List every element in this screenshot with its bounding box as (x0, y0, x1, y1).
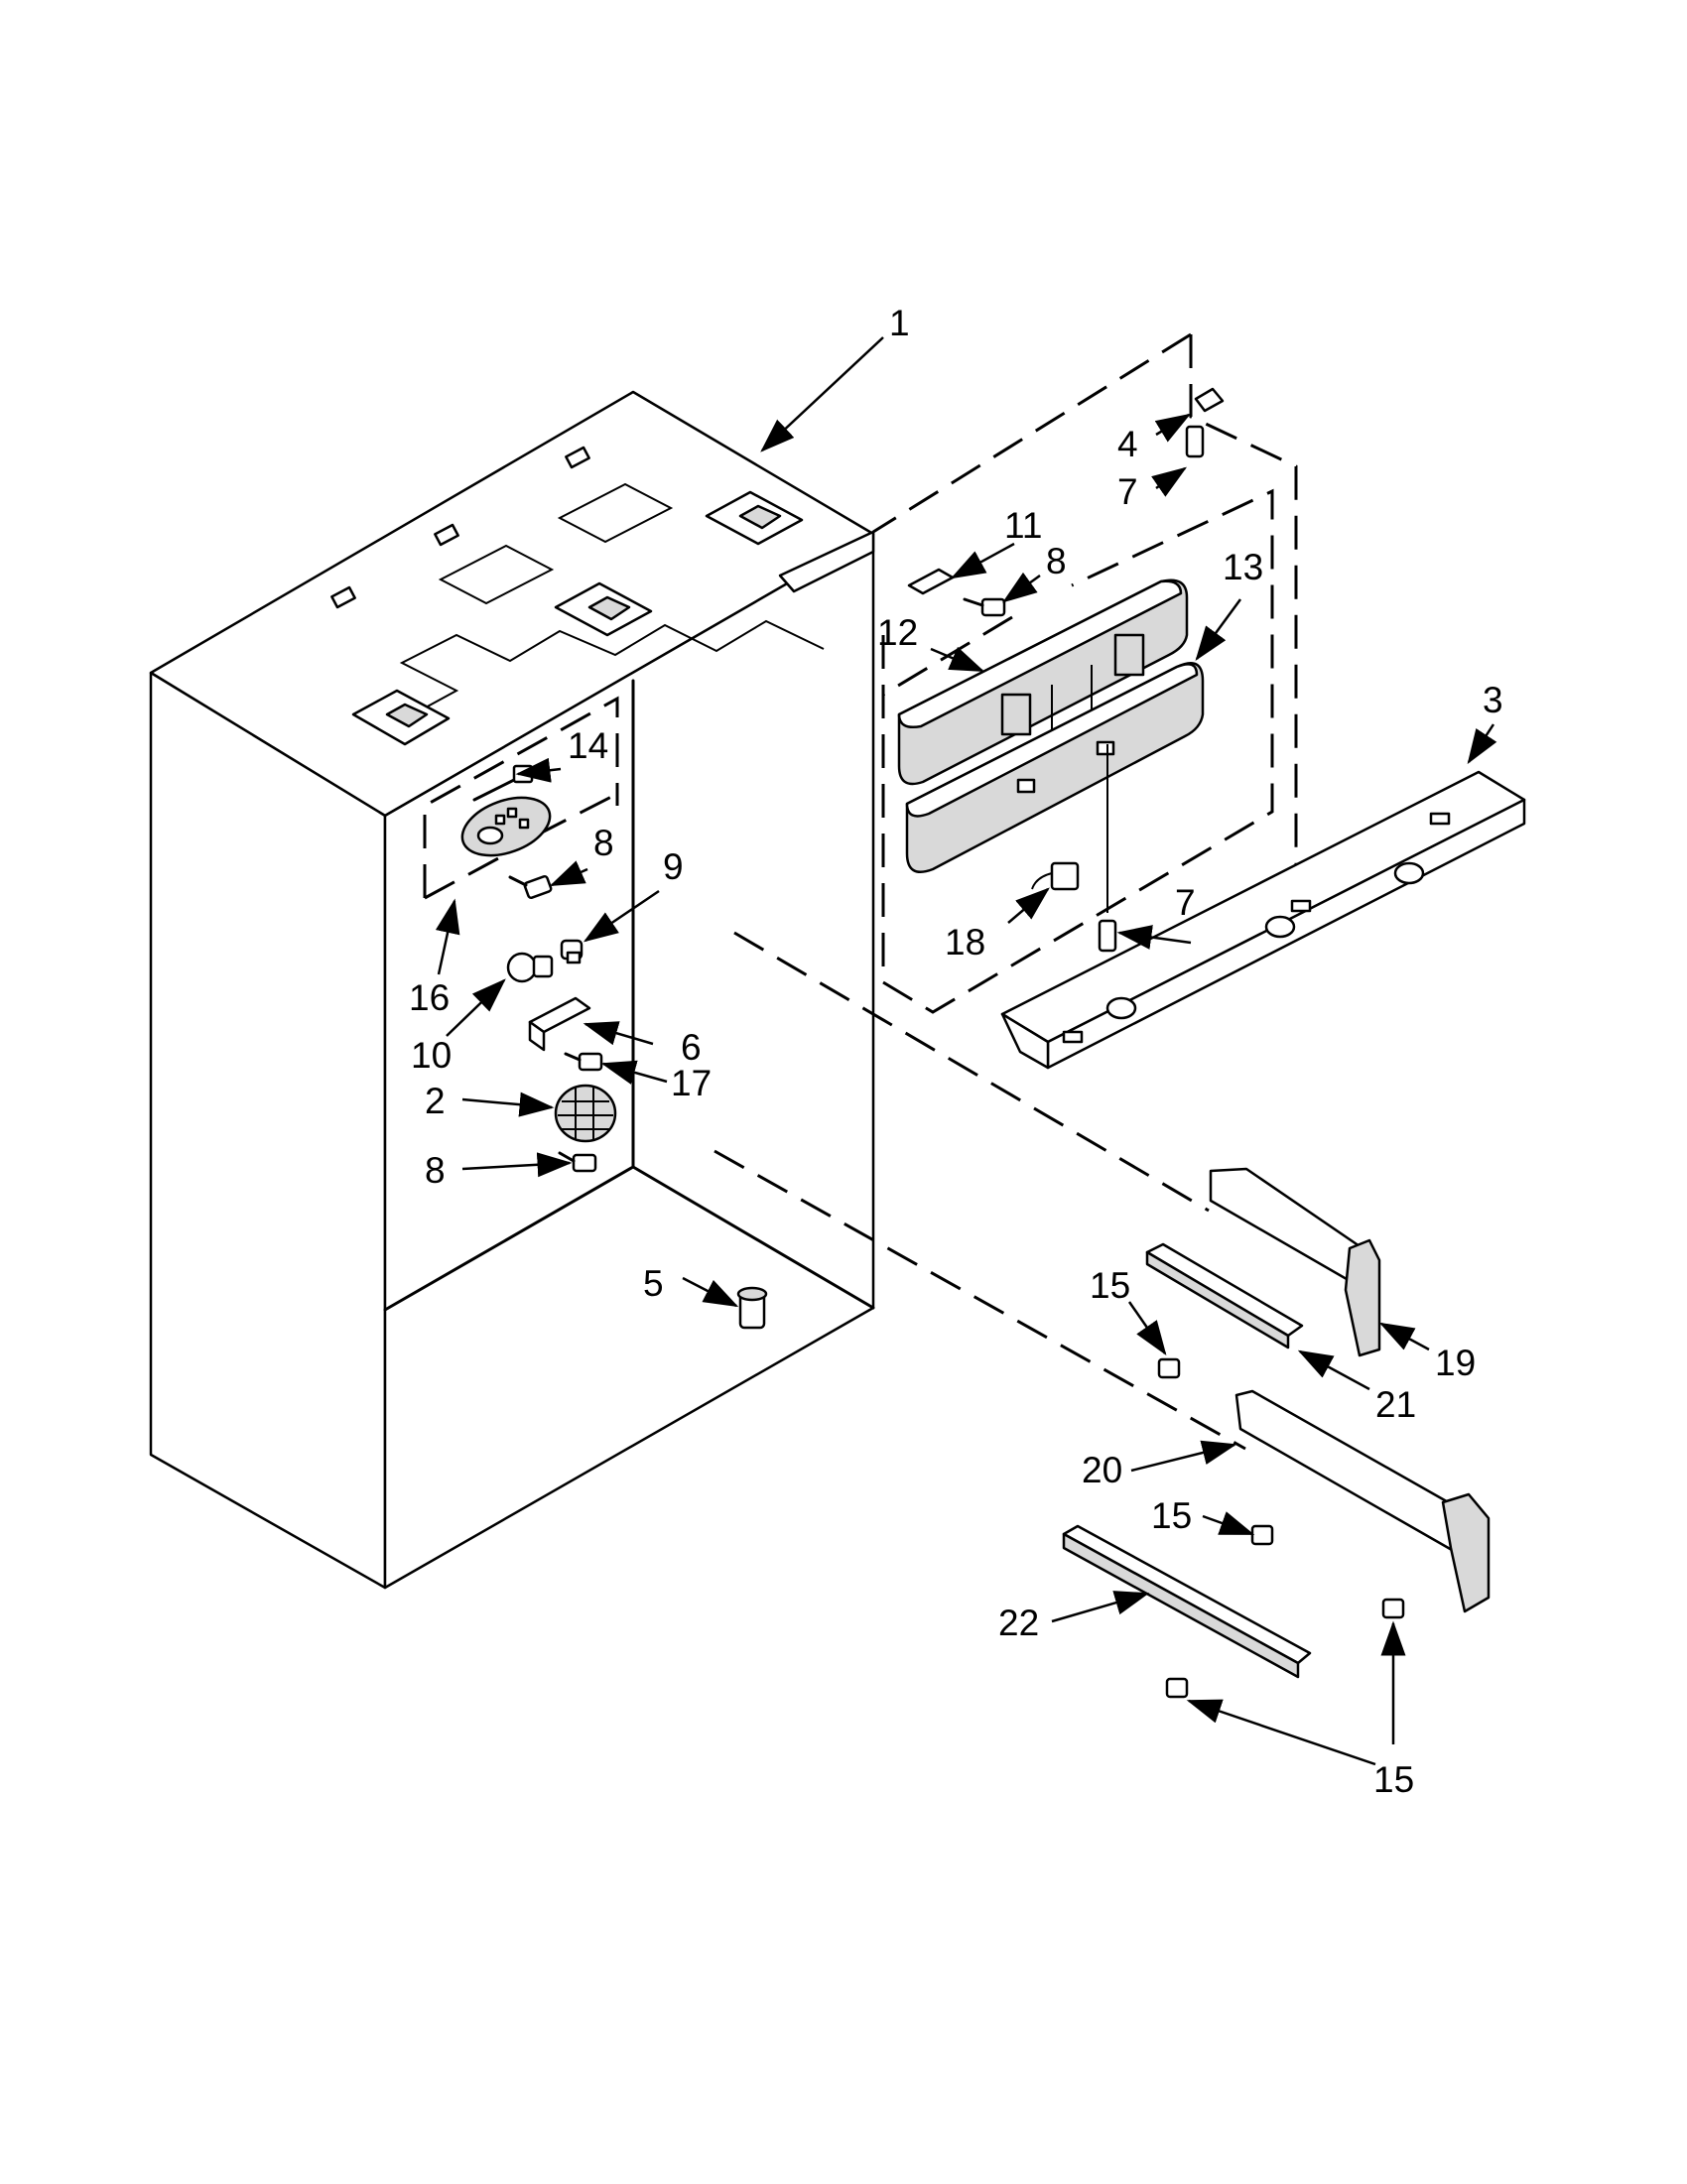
callout-1: 1 (889, 303, 910, 343)
callout-20: 20 (1082, 1450, 1122, 1490)
callout-5: 5 (643, 1263, 664, 1304)
screw-icon (1157, 1357, 1181, 1379)
callout-11: 11 (1004, 505, 1042, 546)
screw-icon (1098, 744, 1117, 953)
callout-15-upper: 15 (1090, 1265, 1130, 1306)
callout-7-upper: 7 (1117, 471, 1138, 512)
callout-18: 18 (945, 922, 985, 963)
callout-9: 9 (663, 846, 684, 887)
callout-2: 2 (425, 1081, 446, 1121)
callout-8-light: 8 (593, 823, 614, 863)
ground-strap-icon (907, 568, 955, 595)
callout-6: 6 (681, 1027, 702, 1068)
callout-14: 14 (568, 725, 608, 766)
callout-15-middle: 15 (1151, 1495, 1192, 1536)
grille-icon (554, 1084, 617, 1143)
drawer-slide-lower (1062, 1389, 1491, 1679)
callout-17: 17 (671, 1063, 712, 1103)
mullion-rail (1000, 770, 1526, 1070)
screw-icon (1165, 1677, 1189, 1699)
callout-3: 3 (1483, 680, 1503, 720)
callout-13: 13 (1223, 547, 1263, 587)
screw-icon (1250, 1524, 1274, 1546)
callout-19: 19 (1435, 1343, 1476, 1383)
assembly-dashed-outline (872, 332, 1192, 534)
drain-tube-icon (736, 1286, 768, 1330)
callout-21: 21 (1375, 1384, 1416, 1425)
air-duct-cover (897, 578, 1205, 873)
screw-icon (508, 874, 553, 900)
callout-15-lower: 15 (1373, 1759, 1414, 1800)
leader-lines (435, 336, 1497, 1766)
cabinet-liner (149, 390, 875, 1590)
callout-10: 10 (411, 1035, 452, 1076)
callout-4: 4 (1117, 424, 1138, 464)
callout-7-lower: 7 (1175, 882, 1196, 923)
connector-icon (1031, 861, 1080, 891)
callout-12: 12 (877, 612, 918, 653)
light-bulb-icon (506, 952, 554, 983)
screw-icon (1381, 1598, 1405, 1619)
screw-icon (963, 597, 1006, 617)
callout-22: 22 (998, 1603, 1039, 1643)
callout-16: 16 (409, 977, 450, 1018)
callout-8-upper: 8 (1046, 541, 1067, 581)
light-socket-icon (560, 939, 584, 964)
callout-labels: 1 2 3 4 5 6 7 7 8 8 8 9 10 11 12 13 14 1… (409, 303, 1503, 1800)
drawer-slide-upper (1145, 1167, 1381, 1357)
callout-8-lower: 8 (425, 1150, 446, 1191)
